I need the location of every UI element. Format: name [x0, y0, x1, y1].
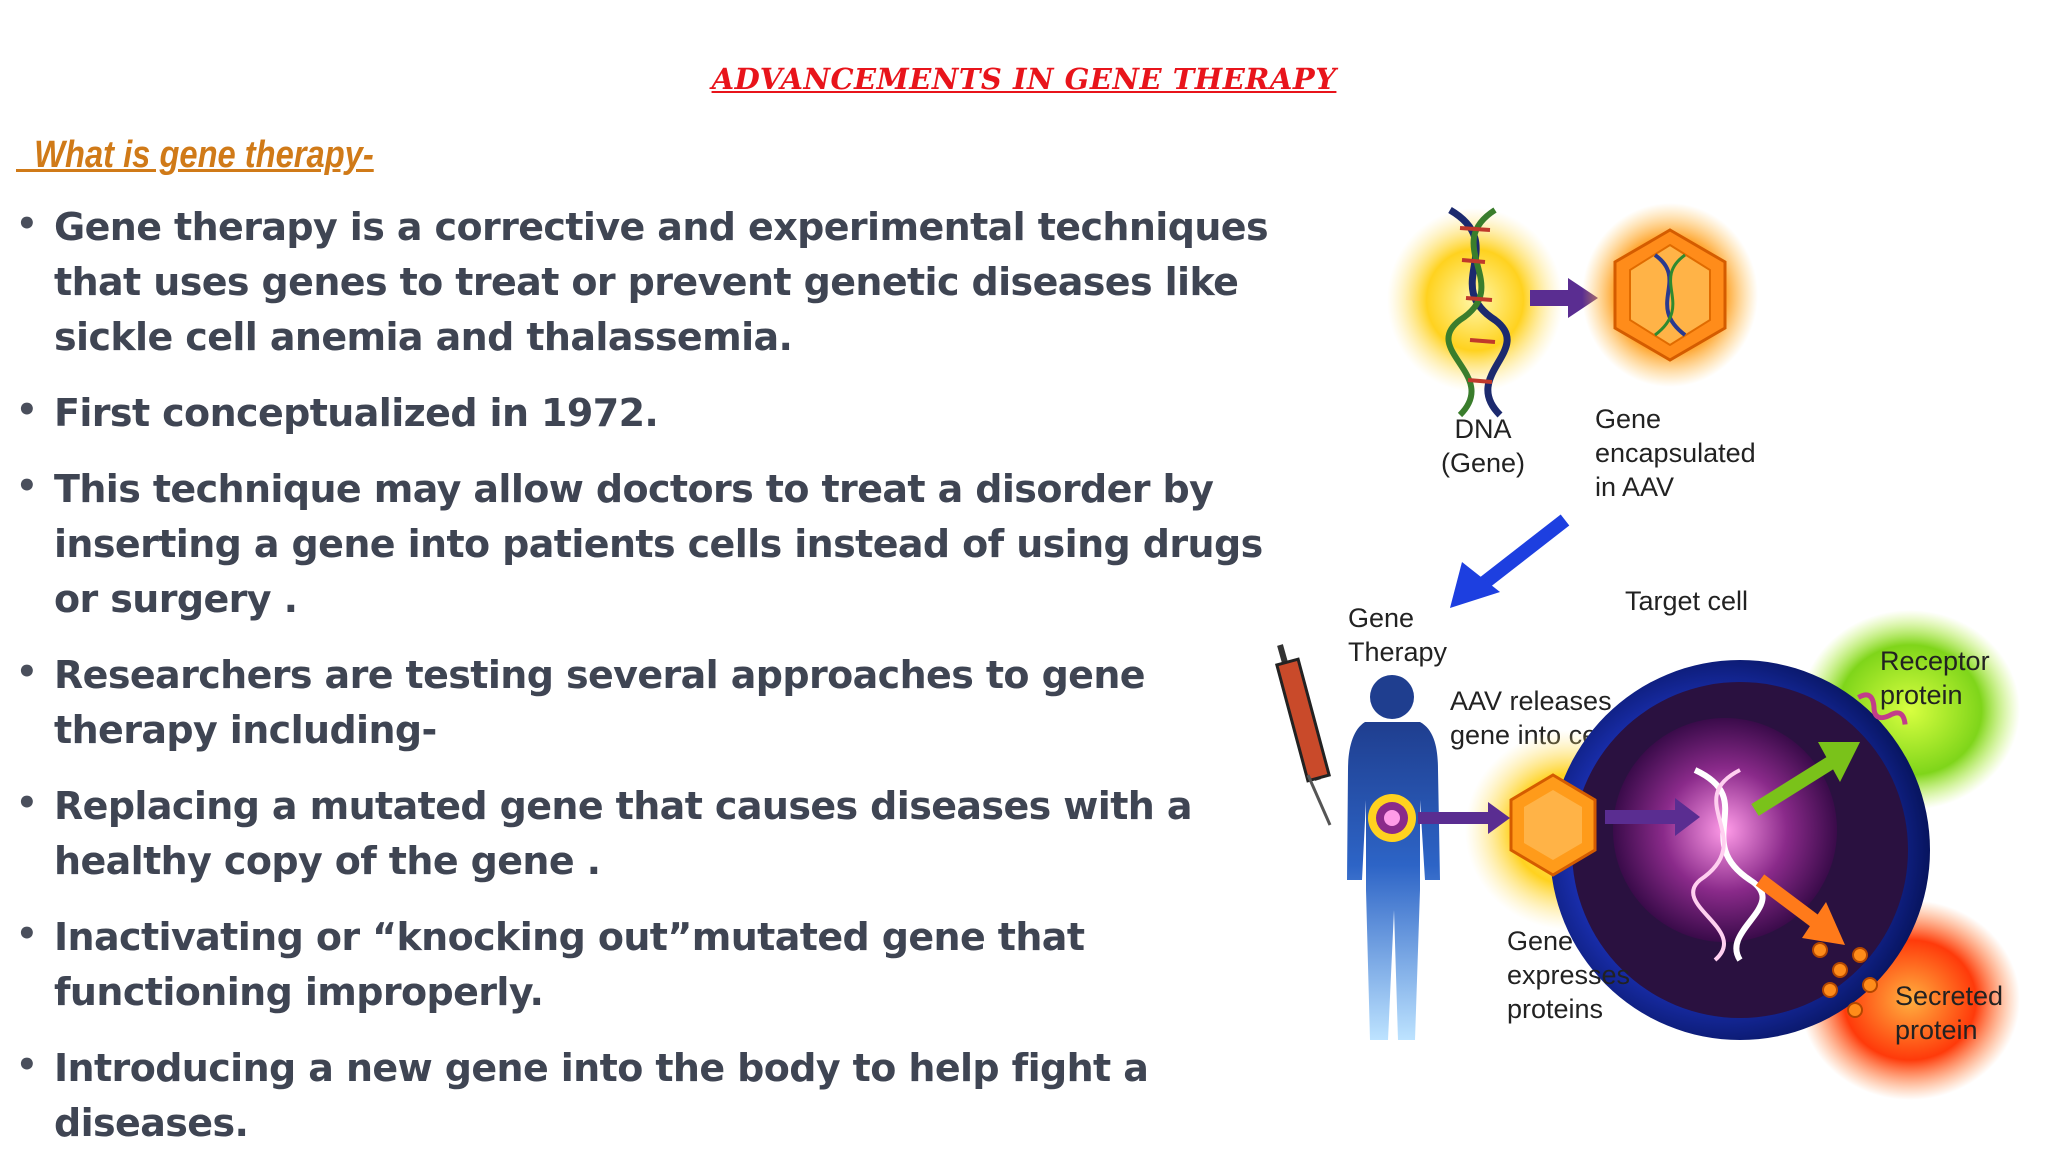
bullet-line: inserting a gene into patients cells ins…: [54, 522, 1263, 566]
bullet-line: diseases.: [54, 1101, 249, 1145]
receptor-label-line1: Receptor: [1880, 646, 1990, 676]
arrow-to-therapy: [1450, 514, 1570, 608]
receptor-label-line2: protein: [1880, 680, 1963, 710]
bullet-dot: •: [16, 466, 38, 506]
bullet-line: Gene therapy is a corrective and experim…: [54, 205, 1269, 249]
bullet-line: Replacing a mutated gene that causes dis…: [54, 784, 1193, 828]
bullet-item: • Replacing a mutated gene that causes d…: [16, 779, 1296, 889]
bullet-item: • Inactivating or “knocking out”mutated …: [16, 910, 1296, 1020]
bullet-line: Introducing a new gene into the body to …: [54, 1046, 1149, 1090]
expresses-label-line2: expresses: [1507, 960, 1630, 990]
section-subtitle: What is gene therapy-: [16, 134, 374, 176]
aav-near-cell-icon: [1509, 773, 1597, 877]
expresses-label-line3: proteins: [1507, 994, 1603, 1024]
therapy-label-line2: Therapy: [1348, 637, 1448, 667]
capsule-label-line3: in AAV: [1595, 472, 1674, 502]
secreted-label-line1: Secreted: [1895, 981, 2003, 1011]
bullet-line: that uses genes to treat or prevent gene…: [54, 260, 1239, 304]
dna-label-line2: (Gene): [1441, 448, 1525, 478]
bullet-line: functioning improperly.: [54, 970, 544, 1014]
bullet-dot: •: [16, 783, 38, 823]
bullet-item: • Gene therapy is a corrective and exper…: [16, 200, 1296, 365]
dna-helix-icon: [1387, 206, 1563, 418]
bullet-item: • First conceptualized in 1972.: [16, 386, 1296, 441]
target-cell-icon: [1465, 610, 2020, 1100]
bullet-dot: •: [16, 204, 38, 244]
diagram-svg: DNA (Gene) Gene encapsulated in AAV Gene…: [1275, 203, 2020, 1100]
bullet-dot: •: [16, 390, 38, 430]
bullet-list: • Gene therapy is a corrective and exper…: [16, 200, 1296, 1172]
bullet-line: Researchers are testing several approach…: [54, 653, 1146, 697]
target-cell-label: Target cell: [1625, 586, 1748, 616]
bullet-line: First conceptualized in 1972.: [54, 391, 659, 435]
bullet-line: healthy copy of the gene .: [54, 839, 601, 883]
gene-therapy-diagram: DNA (Gene) Gene encapsulated in AAV Gene…: [1270, 190, 2048, 1120]
arrows-into-cell: [1418, 798, 1700, 836]
dna-label-line1: DNA: [1454, 414, 1511, 444]
expresses-label-line1: Gene: [1507, 926, 1573, 956]
bullet-item: • Introducing a new gene into the body t…: [16, 1041, 1296, 1151]
slide-title: ADVANCEMENTS IN GENE THERAPY: [711, 62, 1337, 96]
secreted-label-line2: protein: [1895, 1015, 1978, 1045]
bullet-line: Inactivating or “knocking out”mutated ge…: [54, 915, 1085, 959]
capsule-label-line2: encapsulated: [1595, 438, 1756, 468]
bullet-item: • Researchers are testing several approa…: [16, 648, 1296, 758]
bullet-dot: •: [16, 652, 38, 692]
bullet-line: or surgery .: [54, 577, 298, 621]
therapy-label-line1: Gene: [1348, 603, 1414, 633]
human-body-icon: [1347, 675, 1440, 1040]
bullet-dot: •: [16, 1045, 38, 1085]
bullet-line: sickle cell anemia and thalassemia.: [54, 315, 793, 359]
capsule-label-line1: Gene: [1595, 404, 1661, 434]
syringe-icon: [1275, 644, 1332, 826]
bullet-line: therapy including-: [54, 708, 437, 752]
aav-capsule-icon: [1582, 203, 1758, 387]
bullet-dot: •: [16, 914, 38, 954]
bullet-line: This technique may allow doctors to trea…: [54, 467, 1214, 511]
bullet-item: • This technique may allow doctors to tr…: [16, 462, 1296, 627]
release-label-line1: AAV releases: [1450, 686, 1612, 716]
